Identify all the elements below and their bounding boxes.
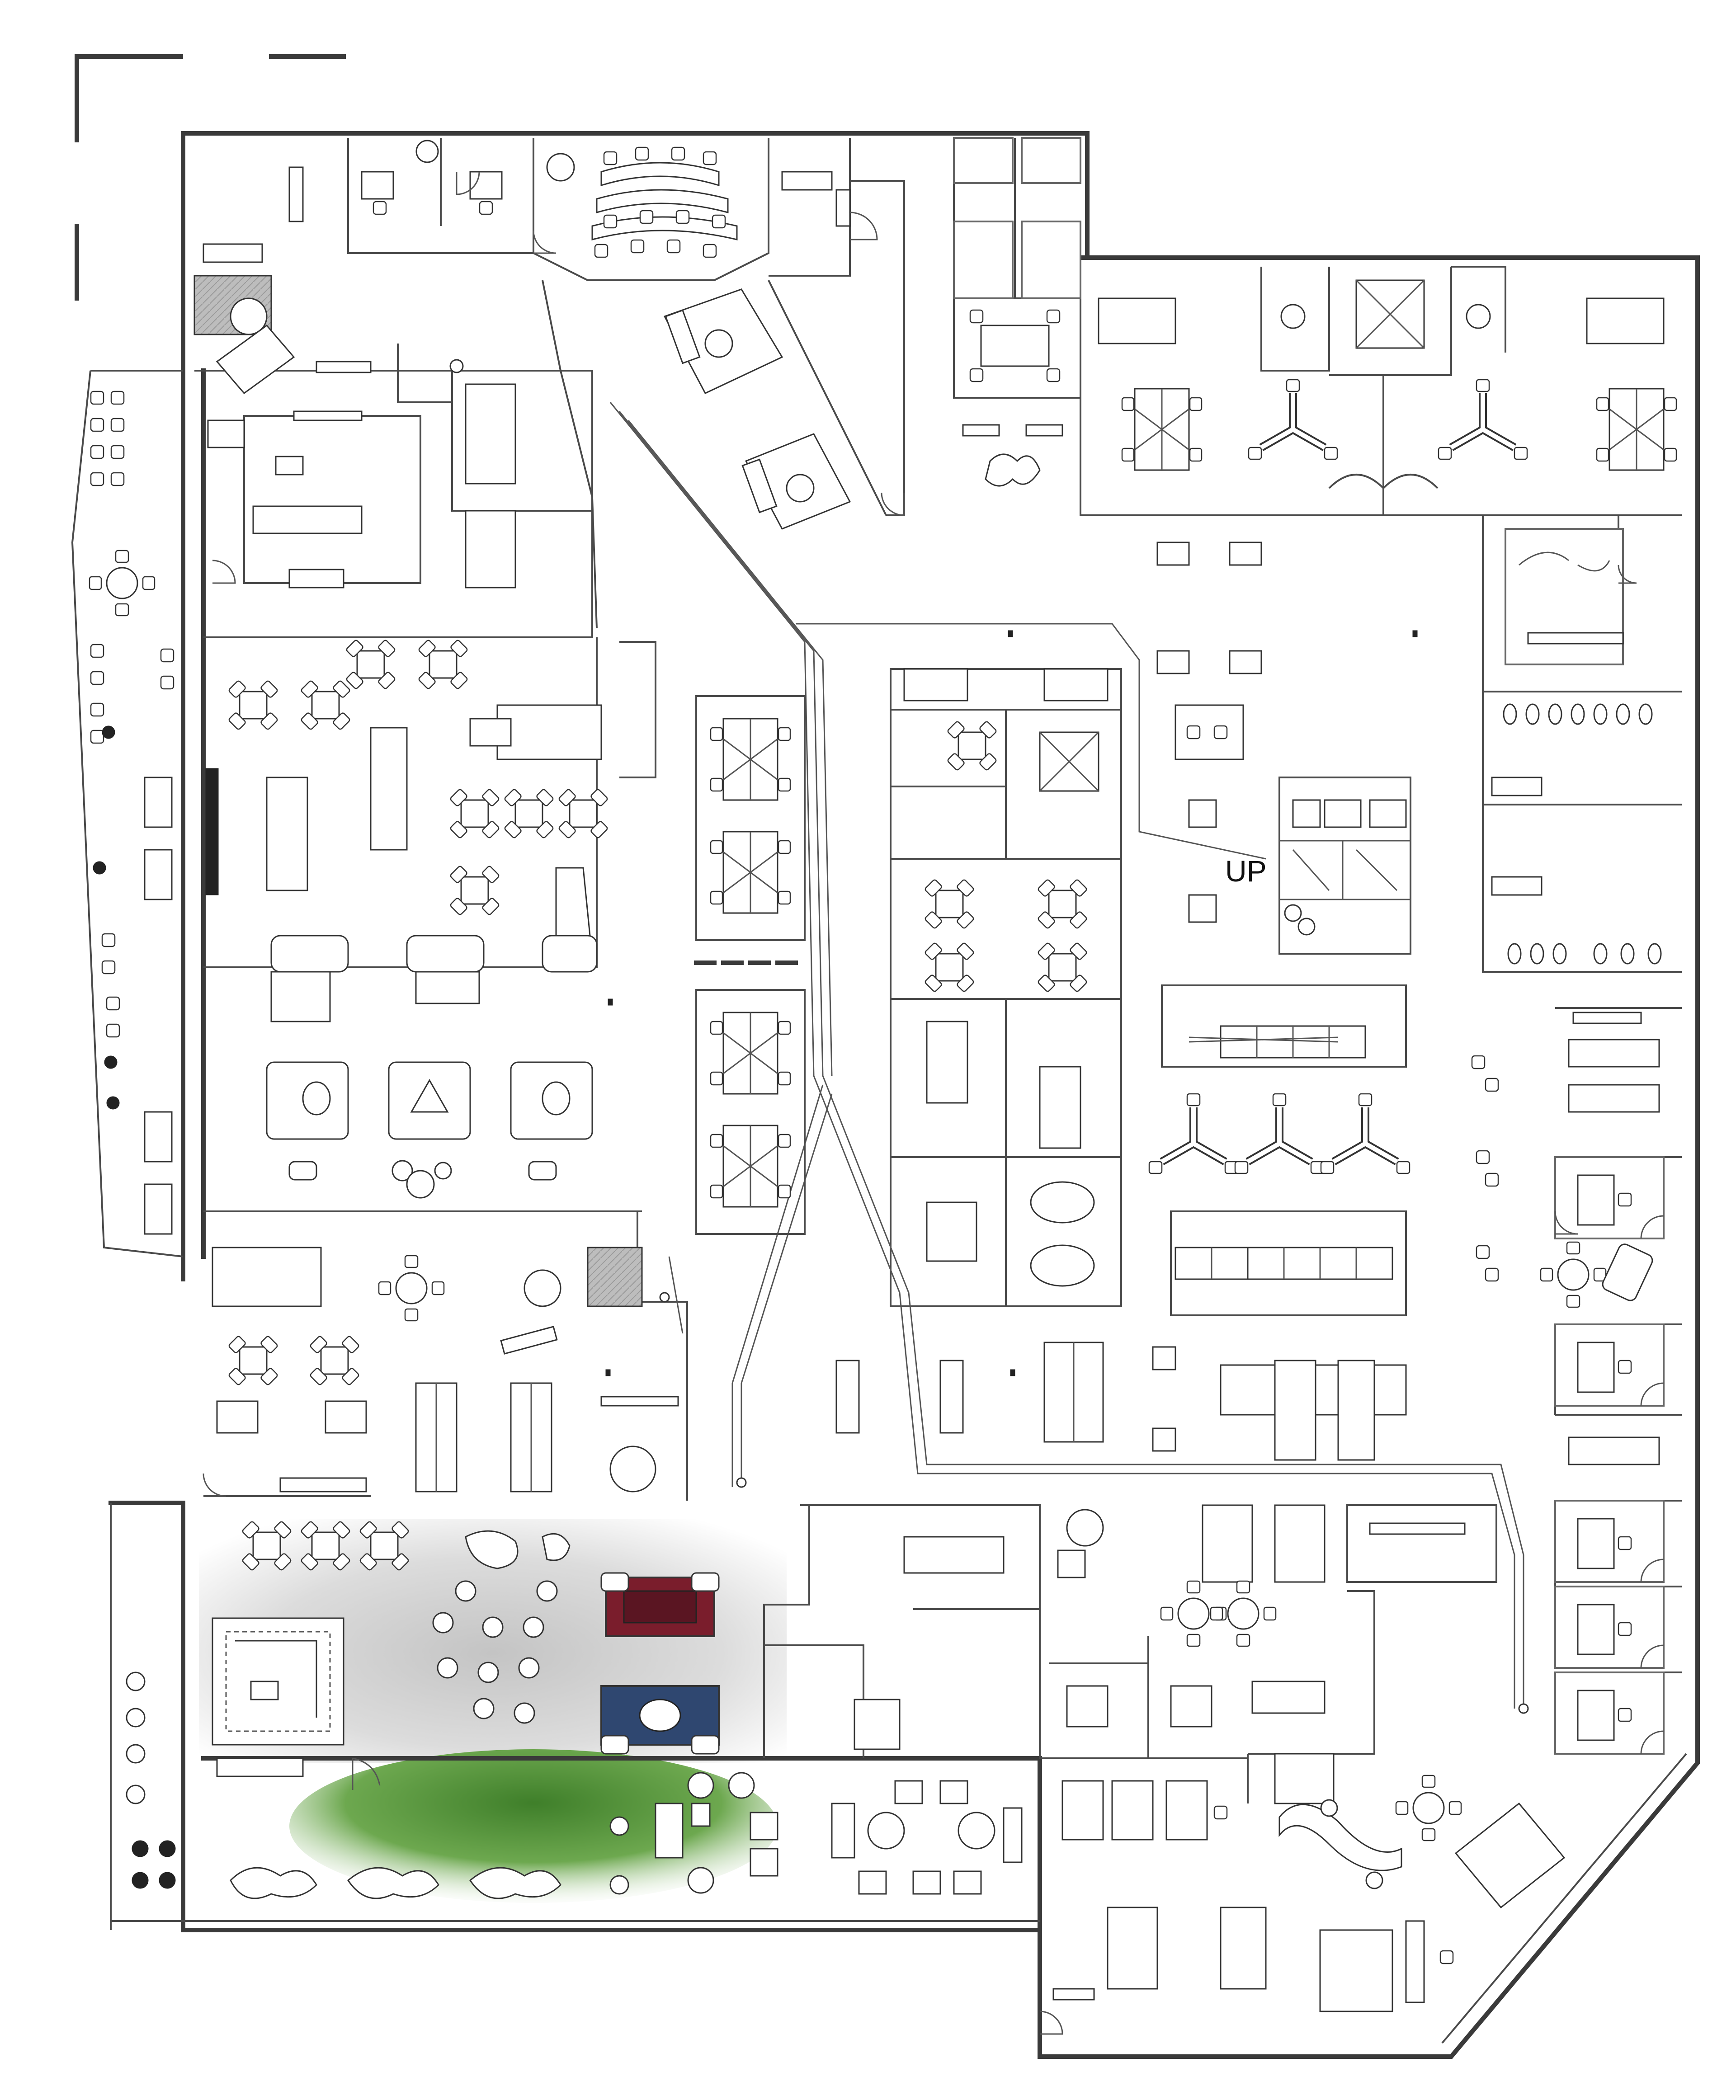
north-lounge-pods — [663, 288, 851, 530]
south-lounge — [212, 1520, 720, 1790]
north-private-offices — [288, 140, 575, 222]
south-core-rooms — [854, 1504, 1466, 1804]
east-restrooms — [1491, 528, 1662, 965]
south-center-workstations — [835, 1342, 1407, 1461]
exterior-walls — [71, 54, 1700, 2059]
conference-rooms — [903, 668, 1109, 1287]
east-center-workstations — [1149, 704, 1410, 1316]
northeast-offices — [781, 137, 1081, 487]
southeast-open-office — [1052, 1775, 1566, 2012]
south-terrace — [126, 1672, 1023, 1899]
north-training-room — [591, 146, 738, 258]
east-private-offices — [1554, 1012, 1665, 1755]
door-swing-icon — [203, 171, 1637, 2035]
planter-icon — [432, 1580, 558, 1724]
east-collab-seating — [1471, 1055, 1653, 1308]
grass-area — [289, 1749, 778, 1903]
kitchen — [207, 359, 516, 589]
center-workstation-islands — [694, 695, 807, 1235]
west-seating-column — [89, 391, 219, 1235]
west-booths-and-lounge — [266, 935, 598, 1199]
mid-west-meeting — [212, 1247, 643, 1493]
east-top-workstations — [1098, 279, 1677, 674]
west-benching — [415, 1382, 679, 1493]
reception-desk — [193, 243, 295, 395]
column-markers — [605, 630, 1529, 1714]
stair-label: UP — [1225, 854, 1267, 888]
stair: UP — [1225, 799, 1410, 936]
corridor-guide-lines — [609, 402, 1524, 1709]
cafe-dining — [227, 639, 609, 959]
restroom-fixture-icon — [1503, 703, 1662, 965]
